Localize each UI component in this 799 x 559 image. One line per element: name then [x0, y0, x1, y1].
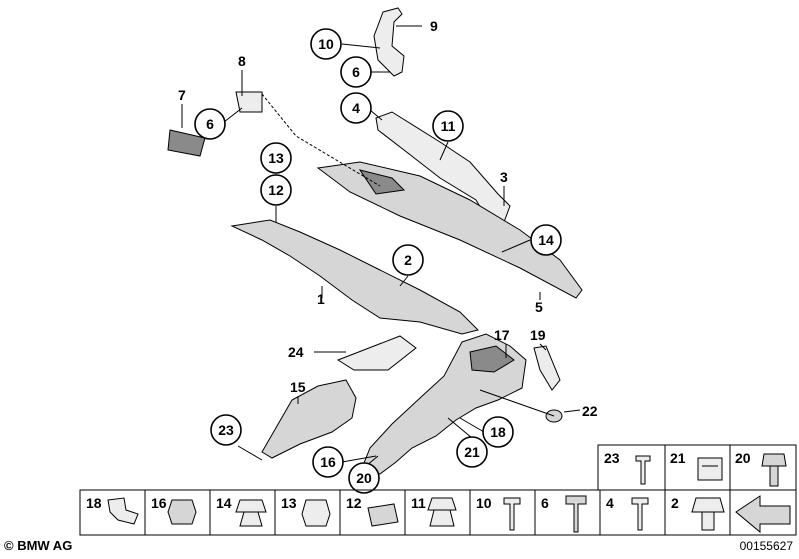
- label-3: 3: [500, 169, 508, 185]
- callout-2: 2: [392, 244, 424, 276]
- label-5: 5: [535, 299, 543, 315]
- label-19: 19: [530, 327, 546, 343]
- fastener-grid-bottom: 18 16 14 13 12 11 10 6 4 2: [79, 489, 797, 536]
- leader-21: [447, 417, 473, 439]
- grid-label-20: 20: [735, 450, 751, 466]
- clip-nut-icon-12: [367, 503, 399, 527]
- svg-text:6: 6: [206, 116, 214, 132]
- image-number: 00155627: [739, 539, 793, 553]
- label-17: 17: [494, 327, 510, 343]
- grid-label-23: 23: [604, 450, 620, 466]
- leader-11: [439, 141, 449, 161]
- svg-text:14: 14: [538, 232, 554, 248]
- callout-14: 14: [530, 224, 562, 256]
- cap-part-7: [167, 129, 206, 157]
- label-8: 8: [238, 53, 246, 69]
- arrow-icon: [735, 495, 791, 534]
- clip-part-8: [235, 91, 263, 113]
- svg-text:12: 12: [268, 182, 284, 198]
- callout-13: 13: [260, 142, 292, 174]
- leader-10: [341, 43, 381, 49]
- grid-label-2: 2: [671, 495, 679, 511]
- panel-part-24: [336, 335, 417, 371]
- callout-12: 12: [260, 174, 292, 206]
- label-1: 1: [317, 291, 325, 307]
- screw-icon-23: [635, 455, 651, 485]
- grid-label-14: 14: [216, 495, 232, 511]
- svg-text:21: 21: [464, 444, 480, 460]
- leader-4: [369, 109, 383, 121]
- svg-text:6: 6: [352, 64, 360, 80]
- svg-text:10: 10: [318, 36, 334, 52]
- screw-icon-6: [565, 495, 587, 533]
- fastener-grid-top: 23 21 20: [597, 444, 797, 491]
- callout-21: 21: [456, 436, 488, 468]
- trim-part-1: [230, 219, 479, 335]
- leader-18: [459, 417, 485, 433]
- grid-label-10: 10: [476, 495, 492, 511]
- label-9: 9: [430, 18, 438, 34]
- callout-6-left: 6: [194, 108, 226, 140]
- svg-text:13: 13: [268, 150, 284, 166]
- leader-6b: [223, 107, 243, 123]
- svg-text:4: 4: [352, 100, 360, 116]
- trim-panel-shade-14: [358, 169, 406, 195]
- callout-23: 23: [210, 414, 242, 446]
- svg-text:2: 2: [404, 252, 412, 268]
- label-15: 15: [290, 379, 306, 395]
- svg-text:23: 23: [218, 422, 234, 438]
- leader-22: [563, 409, 581, 413]
- grid-label-4: 4: [606, 495, 614, 511]
- svg-text:16: 16: [320, 454, 336, 470]
- grid-label-6: 6: [541, 495, 549, 511]
- label-22: 22: [582, 403, 598, 419]
- leader-22b: [479, 389, 555, 417]
- leader-19: [539, 343, 547, 351]
- svg-text:20: 20: [356, 470, 372, 486]
- rivet-icon-2: [691, 497, 725, 531]
- grid-label-11: 11: [411, 495, 426, 511]
- nut-icon-16: [167, 499, 197, 525]
- svg-text:11: 11: [441, 118, 456, 134]
- leader-23: [237, 445, 263, 461]
- expansion-rivet-icon-11: [427, 497, 457, 527]
- rivet-icon-14: [235, 499, 267, 527]
- strip-part-19: [533, 345, 561, 391]
- callout-16: 16: [312, 446, 344, 478]
- grommet-icon-13: [301, 499, 331, 527]
- grid-label-13: 13: [281, 495, 297, 511]
- clip-icon-21: [697, 457, 723, 481]
- callout-11: 11: [432, 110, 464, 142]
- grid-label-21: 21: [670, 450, 686, 466]
- callout-18: 18: [482, 416, 514, 448]
- screw-icon-4: [631, 497, 649, 531]
- bolt-icon-20: [761, 453, 787, 487]
- trim-part-17-edge: [469, 345, 515, 373]
- bracket-part-9: [373, 7, 405, 77]
- grid-label-12: 12: [346, 495, 362, 511]
- grid-label-18: 18: [86, 495, 102, 511]
- label-7: 7: [178, 87, 186, 103]
- svg-text:18: 18: [490, 424, 506, 440]
- leader-16: [341, 455, 377, 463]
- leader-14: [501, 239, 531, 253]
- grid-label-16: 16: [151, 495, 167, 511]
- trim-panel-part-14: [316, 161, 583, 299]
- leader-2: [399, 275, 409, 287]
- callout-20: 20: [348, 462, 380, 494]
- callout-10: 10: [310, 28, 342, 60]
- callout-4: 4: [340, 92, 372, 124]
- label-24: 24: [288, 344, 304, 360]
- callout-6-top: 6: [340, 56, 372, 88]
- screw-icon-10: [503, 497, 521, 531]
- clip-icon-18: [107, 497, 139, 525]
- panel-part-15: [261, 379, 357, 459]
- copyright-text: © BMW AG: [4, 538, 73, 553]
